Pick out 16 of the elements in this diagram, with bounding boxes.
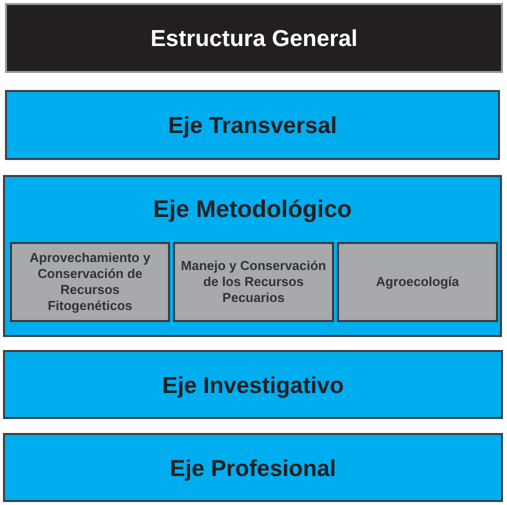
subject-title: Agroecología	[376, 274, 460, 290]
subject-title: Aprovechamiento y Conservación de Recursos Fitogenéticos	[28, 250, 152, 314]
axis-title: Eje Metodológico	[153, 196, 352, 224]
axis-panel	[3, 175, 502, 337]
header-title: Estructura General	[150, 24, 358, 52]
axis-panel	[3, 350, 503, 419]
subject-panel	[337, 242, 498, 322]
axis-panel	[3, 433, 503, 502]
header-bar	[5, 3, 503, 73]
axis-title: Eje Transversal	[168, 111, 337, 139]
axis-title: Eje Profesional	[170, 454, 336, 482]
subject-title: Manejo y Conservación de los Recursos Pecuarios	[180, 258, 326, 306]
subject-panel	[173, 242, 334, 322]
subject-panel	[10, 242, 170, 322]
axis-title: Eje Investigativo	[162, 370, 344, 398]
axis-panel	[5, 90, 500, 160]
